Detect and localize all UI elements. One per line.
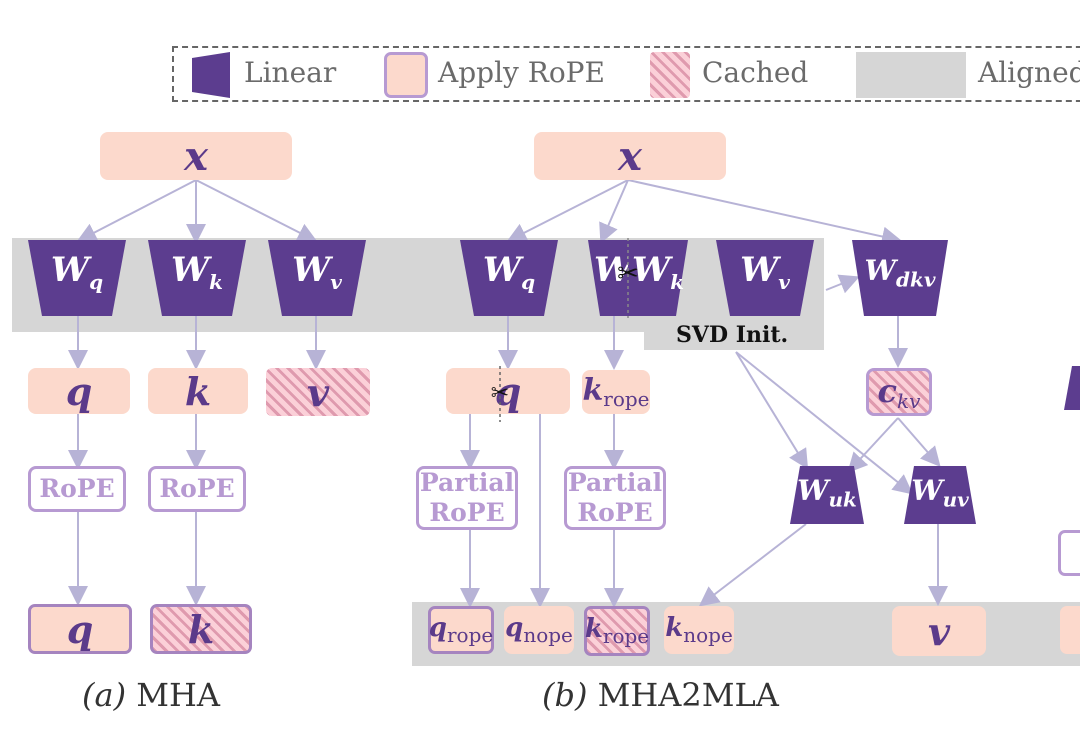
mla-qrope-label: qrope	[428, 613, 494, 647]
aligned-legend-icon	[856, 52, 966, 98]
mla-v-out-box: v	[892, 606, 986, 656]
mha-wk-label: Wk	[170, 250, 224, 294]
mha-rope-q: RoPE	[28, 466, 126, 512]
svd-init-label: SVD Init.	[676, 322, 789, 348]
mla-partial-rope-k: Partial RoPE	[564, 466, 666, 530]
mla-x-box: x	[534, 132, 726, 180]
mha-rope-k: RoPE	[148, 466, 246, 512]
mha-q-out-label: q	[66, 606, 94, 652]
cached-legend-icon	[650, 52, 690, 98]
legend-cached-label: Cached	[702, 56, 809, 89]
mla-knope-box: knope	[664, 606, 734, 654]
mla-qrope-box: qrope	[428, 606, 494, 654]
mha-v-label: v	[306, 369, 330, 415]
mla-wdkv-icon	[852, 240, 948, 316]
legend-rope-label: Apply RoPE	[438, 56, 605, 89]
mha-k-label: k	[184, 368, 212, 414]
mla-qnope-box: qnope	[504, 606, 574, 654]
mha-wv-label: Wv	[292, 250, 342, 294]
mla-caption: (b) MHA2MLA	[542, 676, 779, 714]
mla-wuk-icon	[790, 466, 864, 524]
mha-q-box: q	[28, 368, 130, 414]
legend-aligned-label: Aligned	[978, 56, 1080, 89]
mla-v-out-label: v	[927, 608, 951, 654]
mla-wv-label: Wv	[740, 250, 790, 294]
cropped-linear-icon	[1064, 366, 1080, 410]
mla-qnope-label: qnope	[505, 613, 573, 647]
mla-krope-out-box-cached: krope	[584, 606, 650, 656]
mha-wk-icon	[148, 240, 246, 316]
legend-linear-label: Linear	[244, 56, 337, 89]
mla-wdkv-label: Wdkv	[864, 254, 936, 292]
mha-k-box: k	[148, 368, 248, 414]
mla-wq-icon	[460, 240, 558, 316]
mha-k-out-label: k	[187, 606, 215, 652]
mla-ckv-label: ckv	[877, 371, 921, 413]
linear-legend-icon	[192, 52, 230, 98]
mla-wk-label: Wk	[632, 250, 685, 294]
svg-text:✂: ✂	[491, 381, 509, 406]
mla-q-box: q	[446, 368, 570, 414]
aligned-band-svd	[644, 330, 824, 350]
mha-x-label: x	[184, 132, 208, 180]
mha-wv-icon	[268, 240, 366, 316]
mla-wv-icon	[716, 240, 814, 316]
mla-knope-label: knope	[665, 613, 733, 647]
mha-caption: (a) MHA	[82, 676, 220, 714]
rope-legend-icon	[384, 52, 428, 98]
mla-q-label: q	[494, 368, 522, 414]
mla-wq-label: Wq	[482, 250, 536, 294]
mha-k-out-box-cached: k	[150, 604, 252, 654]
cropped-output-box	[1060, 606, 1080, 654]
mha-wq-label: Wq	[50, 250, 104, 294]
mla-krope-out-label: krope	[584, 614, 650, 648]
cropped-rope-box	[1058, 530, 1080, 576]
mha-q-label: q	[65, 368, 93, 414]
mha-x-box: x	[100, 132, 292, 180]
mla-wuk-label: Wuk	[797, 474, 857, 512]
mha-v-box-cached: v	[266, 368, 370, 416]
mla-wk-nope-part-icon	[628, 240, 688, 316]
scissors-icon: ✂	[617, 238, 639, 318]
mla-wuv-label: Wuv	[911, 474, 969, 512]
mla-partial-rope-q: Partial RoPE	[416, 466, 518, 530]
mha-wq-icon	[28, 240, 126, 316]
mla-wuv-icon	[904, 466, 976, 524]
aligned-band-top	[12, 238, 824, 332]
mla-wk-rope-part-icon	[588, 240, 628, 316]
mha-q-out-box: q	[28, 604, 132, 654]
mla-x-label: x	[618, 132, 642, 180]
svg-text:✂: ✂	[617, 259, 639, 289]
mla-wk-rope-part-label: W	[594, 250, 633, 290]
mla-q-scissors-icon: ✂	[491, 366, 509, 422]
mla-ckv-box-cached: ckv	[866, 368, 932, 416]
mla-krope-label: krope	[582, 373, 650, 411]
mla-krope-box: krope	[582, 370, 650, 414]
